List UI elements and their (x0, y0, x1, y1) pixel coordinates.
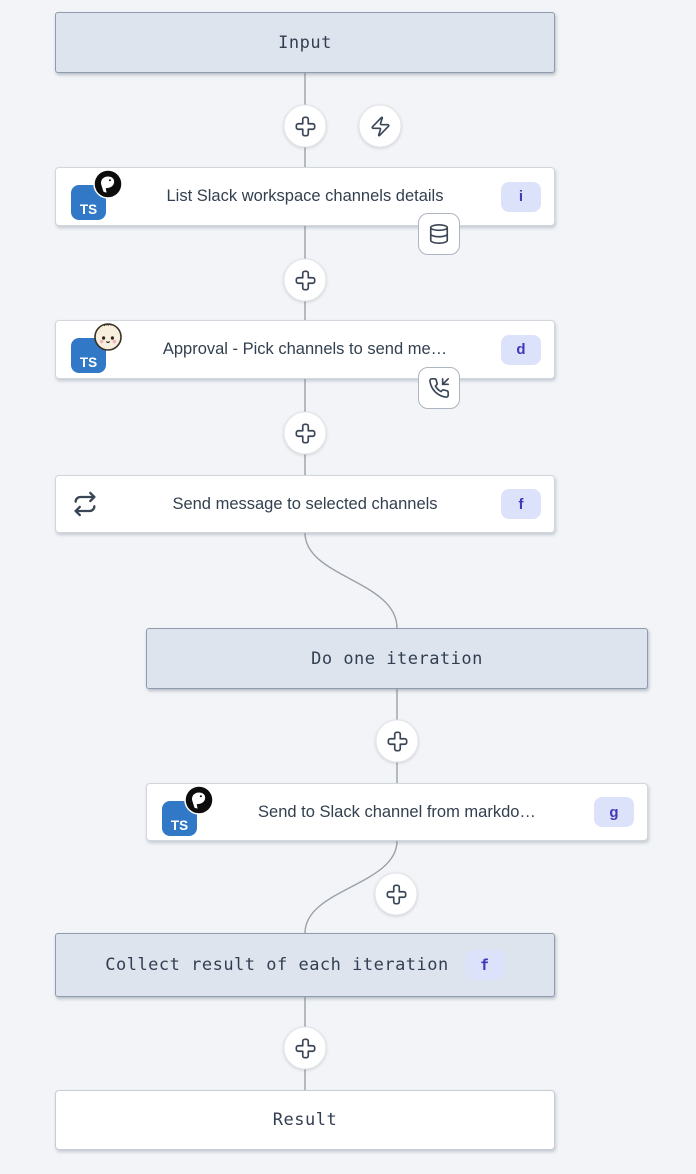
step-id-badge: f (464, 950, 505, 980)
language-badge: TS (162, 785, 214, 837)
step-title: Approval - Pick channels to send me… (162, 340, 448, 358)
result-node-label: Result (272, 1110, 338, 1130)
add-trigger-button[interactable] (358, 104, 402, 148)
step-title: List Slack workspace channels details (166, 187, 444, 205)
database-icon (429, 224, 449, 244)
repeat-icon (74, 491, 96, 517)
cache-indicator (418, 213, 460, 255)
phone-incoming-icon (429, 378, 449, 398)
language-badge: TS (71, 169, 123, 221)
plus-cross-icon (295, 1038, 315, 1058)
add-step-button[interactable] (283, 258, 327, 302)
plus-cross-icon (387, 731, 407, 751)
add-step-button[interactable] (283, 1026, 327, 1070)
step-id-badge: g (594, 797, 634, 827)
collect-node-label: Collect result of each iteration (105, 955, 449, 975)
deno-icon (93, 169, 123, 199)
input-node-label: Input (278, 32, 332, 53)
plus-cross-icon (295, 116, 315, 136)
language-badge: TS (71, 323, 122, 374)
step-node-list-slack-channels[interactable]: TS List Slack workspace channels details… (55, 167, 555, 226)
step-node-send-to-slack-channel[interactable]: TS Send to Slack channel from markdo… g (146, 783, 648, 841)
step-id-badge: i (501, 181, 541, 212)
add-step-button[interactable] (283, 411, 327, 455)
plus-cross-icon (295, 270, 315, 290)
typescript-label: TS (79, 355, 98, 370)
plus-cross-icon (295, 423, 315, 443)
step-node-approval-pick-channels[interactable]: TS Approval - Pick channels to send me… … (55, 320, 555, 379)
add-step-button[interactable] (374, 872, 418, 916)
result-node[interactable]: Result (55, 1090, 555, 1150)
add-step-button[interactable] (375, 719, 419, 763)
add-step-button[interactable] (283, 104, 327, 148)
step-id-badge: f (501, 489, 541, 519)
typescript-label: TS (170, 818, 189, 833)
do-one-iteration-node[interactable]: Do one iteration (146, 628, 648, 689)
step-node-forloop-send-message[interactable]: Send message to selected channels f (55, 475, 555, 533)
step-title: Send message to selected channels (172, 494, 438, 513)
step-id-badge: d (501, 334, 541, 365)
typescript-label: TS (79, 202, 98, 217)
iteration-node-label: Do one iteration (311, 648, 483, 669)
collect-result-node[interactable]: Collect result of each iteration f (55, 933, 555, 997)
deno-icon (184, 785, 214, 815)
step-title: Send to Slack channel from markdo… (258, 802, 536, 821)
zap-icon (370, 116, 390, 136)
plus-cross-icon (386, 884, 406, 904)
input-node[interactable]: Input (55, 12, 555, 73)
bun-icon (94, 323, 122, 351)
suspend-indicator (418, 367, 460, 409)
